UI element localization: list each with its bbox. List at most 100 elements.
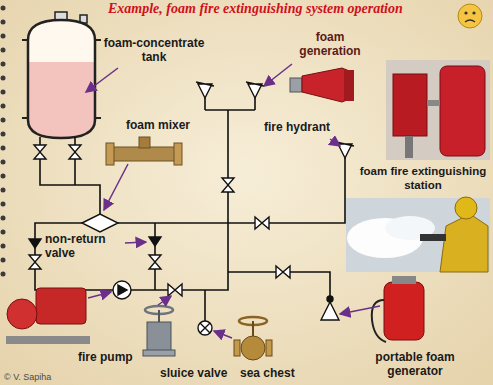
valve-symbol xyxy=(255,217,269,229)
tank-lug xyxy=(22,117,28,119)
binding-hole xyxy=(1,90,6,95)
valve-symbols xyxy=(29,82,354,335)
binding-hole xyxy=(1,174,6,179)
tank xyxy=(22,12,101,142)
binding-hole xyxy=(1,160,6,165)
generator-symbol xyxy=(321,302,339,320)
leader-line xyxy=(214,331,232,338)
mixer-picture xyxy=(106,137,182,165)
part-label: foam mixer xyxy=(126,118,210,132)
part-label: fire hydrant xyxy=(264,120,344,134)
leader-line xyxy=(125,242,146,243)
mixer-flange xyxy=(106,143,114,165)
part-label: fire pump xyxy=(78,350,144,364)
part-label: sluice valve xyxy=(160,366,236,380)
leader-lines xyxy=(86,64,380,338)
part-label: portable foam generator xyxy=(356,350,474,379)
valve-symbol xyxy=(168,284,182,296)
valve-body xyxy=(147,322,171,352)
part-label: foam fire extinguishing station xyxy=(356,165,490,193)
title: Example, foam fire extinguishing system … xyxy=(108,1,403,17)
pipe xyxy=(118,158,345,223)
valve-symbol xyxy=(149,255,161,269)
mixer-inlet xyxy=(139,137,150,148)
binding-hole xyxy=(1,62,6,67)
pipe xyxy=(205,98,255,110)
binding-hole xyxy=(1,118,6,123)
sea-chest-symbol xyxy=(198,321,212,335)
valve-body xyxy=(241,336,265,360)
pump-volute xyxy=(7,299,37,329)
emoji-eye xyxy=(464,11,467,14)
pipe xyxy=(40,137,100,214)
part-label: non-return valve xyxy=(45,232,123,261)
pipe xyxy=(131,110,228,290)
leader-line xyxy=(88,292,111,298)
leader-line xyxy=(158,296,171,305)
spiral-binding xyxy=(1,6,6,277)
mixer-pipe xyxy=(112,147,176,161)
part-label: sea chest xyxy=(240,366,306,380)
emoji-face xyxy=(458,4,482,28)
firefighter-picture xyxy=(346,197,490,272)
copyright-note: © V. Sapiha xyxy=(4,372,74,383)
tank-lug xyxy=(95,117,101,119)
foam-station-picture xyxy=(386,60,490,160)
pump-symbol xyxy=(113,281,131,299)
sea-chest-symbol xyxy=(200,323,210,333)
tank-outline xyxy=(28,20,95,138)
binding-hole xyxy=(1,104,6,109)
valve-symbol xyxy=(222,178,234,192)
foam-nozzle-picture xyxy=(290,68,354,102)
valve-symbol xyxy=(276,266,290,278)
foam-branch-pipe xyxy=(420,234,446,241)
tank-lug xyxy=(95,39,101,41)
non-return-symbol xyxy=(29,239,41,248)
generator-body xyxy=(384,282,424,340)
valve-symbol xyxy=(69,145,81,159)
generator-cap xyxy=(392,276,416,284)
part-label: foam-concentrate tank xyxy=(98,36,210,65)
leader-line xyxy=(86,68,118,92)
leader-line xyxy=(330,139,340,146)
valve-stem xyxy=(252,321,254,338)
binding-hole xyxy=(1,244,6,249)
binding-hole xyxy=(1,188,6,193)
nozzle-symbol xyxy=(246,82,264,98)
leader-line xyxy=(264,64,292,86)
station-cylinder xyxy=(440,66,485,156)
binding-hole xyxy=(1,272,6,277)
pump-symbol xyxy=(118,285,127,295)
binding-hole xyxy=(1,20,6,25)
non-return-symbol xyxy=(149,237,161,246)
portable-generator-picture xyxy=(372,276,424,342)
valve-symbol xyxy=(29,255,41,269)
station-pipe xyxy=(427,100,440,106)
valve-flange xyxy=(143,350,175,356)
tank-liquid xyxy=(26,62,98,142)
fire-pump-picture xyxy=(6,288,90,344)
binding-hole xyxy=(1,48,6,53)
tank-lug xyxy=(22,39,28,41)
photo-ground xyxy=(346,198,490,272)
nozzle-coupling xyxy=(290,78,302,92)
emoji-mouth xyxy=(465,20,475,22)
binding-hole xyxy=(1,202,6,207)
binding-hole xyxy=(1,146,6,151)
leader-line xyxy=(104,164,128,210)
mixer-diamond xyxy=(82,214,118,232)
emoji-eye xyxy=(472,11,475,14)
mixer-flange xyxy=(174,143,182,165)
station-pipe xyxy=(405,136,413,158)
part-label: foam generation xyxy=(288,30,372,59)
binding-hole xyxy=(1,6,6,11)
station-photo-ground xyxy=(386,60,490,160)
binding-hole xyxy=(1,132,6,137)
emoji-face xyxy=(458,4,482,28)
binding-hole xyxy=(1,34,6,39)
valve-symbol xyxy=(34,145,46,159)
binding-hole xyxy=(1,230,6,235)
